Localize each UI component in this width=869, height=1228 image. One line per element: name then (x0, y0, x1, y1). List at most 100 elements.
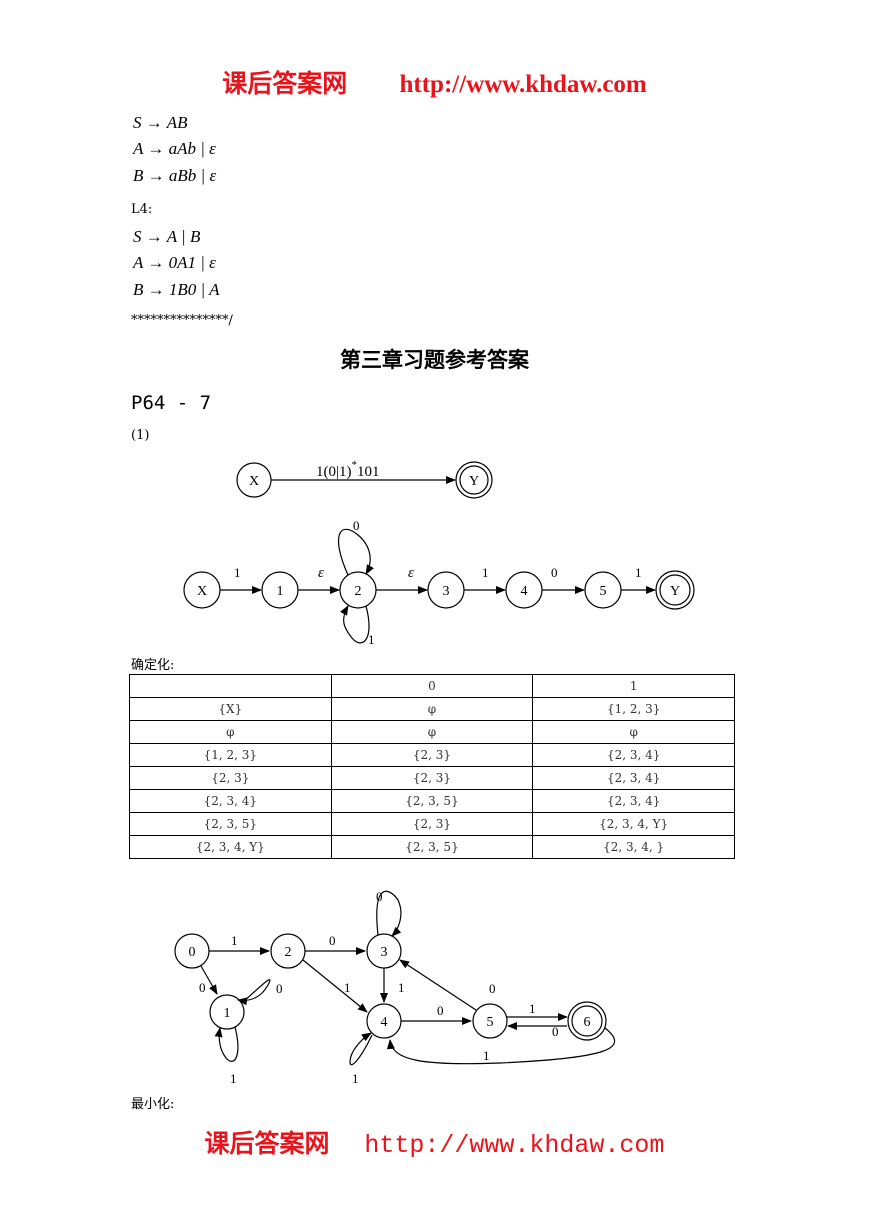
table-cell: φ (532, 720, 735, 744)
table-cell: {2, 3} (330, 743, 534, 767)
dfa-edge-6-4-label: 1 (483, 1048, 490, 1063)
table-row: {X} φ {1, 2, 3} (129, 697, 735, 721)
page-footer: 课后答案网 http://www.khdaw.com (0, 1124, 869, 1160)
table-row: {1, 2, 3} {2, 3} {2, 3, 4} (129, 743, 735, 767)
dfa-state-1-label: 1 (224, 1006, 231, 1021)
table-cell: φ (330, 697, 534, 721)
table-row: {2, 3, 4, Y} {2, 3, 5} {2, 3, 4, } (129, 835, 735, 859)
nfa-state-y-outer (655, 570, 695, 610)
header-site-name: 课后答案网 (222, 69, 348, 98)
dfa-edge-5-6-label: 1 (529, 1001, 536, 1016)
l4-label: L4: (131, 202, 153, 217)
nfa-state-y-label: Y (670, 584, 680, 599)
state-x-label: X (249, 474, 259, 489)
grammar-l4-rule-3: B → 1B0 | A (133, 280, 220, 299)
dfa-state-2-label: 2 (285, 945, 292, 960)
table-row: {2, 3, 5} {2, 3} {2, 3, 4, Y} (129, 812, 735, 836)
dfa-edge-2-4-label: 1 (344, 980, 351, 995)
table-cell: {2, 3, 4} (532, 743, 735, 767)
nfa-state-5-label: 5 (600, 584, 607, 599)
table-header-cell: 1 (532, 674, 735, 698)
nfa-edge-1-2-label: ε (318, 565, 324, 581)
regex-diagram: X Y 1(0|1)*101 (236, 459, 493, 499)
dfa-loop-3-label: 0 (376, 889, 383, 904)
nfa-edge-2-3-label: ε (408, 565, 414, 581)
dfa-edge-0-1 (200, 965, 218, 995)
table-cell: {2, 3, 4} (129, 789, 332, 813)
dfa-loop-1-bottom-label: 1 (230, 1071, 237, 1086)
edge-x-y-label: 1(0|1)*101 (316, 459, 380, 480)
table-cell: {2, 3, 4, Y} (129, 835, 332, 859)
grammar-l3-rule-1: S → AB (133, 113, 188, 132)
dfa-state-6-inner (571, 1005, 603, 1037)
determinize-label: 确定化: (131, 658, 175, 673)
table-cell: φ (330, 720, 534, 744)
grammar-l4-rule-2: A → 0A1 | ε (133, 253, 216, 272)
table-cell: {2, 3} (330, 766, 534, 790)
dfa-state-4-label: 4 (381, 1015, 388, 1030)
dfa-edge-3-4-label: 1 (398, 980, 405, 995)
table-row: φ φ φ (129, 720, 735, 744)
dfa-edge-0-2-label: 1 (231, 933, 238, 948)
grammar-l4-rule-1: S → A | B (133, 227, 201, 246)
dfa-loop-1-top-label: 0 (276, 981, 283, 996)
dfa-state-1 (209, 994, 245, 1030)
table-cell: {2, 3, 5} (330, 789, 534, 813)
nfa-loop-2-top (337, 528, 374, 576)
dfa-state-0-label: 0 (189, 945, 196, 960)
state-y-outer (455, 461, 493, 499)
problem-title: P64 - 7 (131, 392, 212, 414)
nfa-loop-2-bottom-label: 1 (368, 632, 375, 647)
nfa-diagram: X 1 2 3 4 5 Y 1 ε ε 1 0 1 0 1 (183, 518, 695, 647)
dfa-transition-table: 0 1 {X} φ {1, 2, 3} φ φ φ {1, 2, 3} {2, … (129, 674, 735, 859)
part-label: (1) (131, 428, 150, 443)
dfa-edge-6-4 (386, 1027, 616, 1065)
dfa-state-3-label: 3 (381, 945, 388, 960)
nfa-edge-4-5-label: 0 (551, 565, 558, 580)
dfa-edge-6-5-label: 0 (552, 1024, 559, 1039)
nfa-state-1-label: 1 (277, 584, 284, 599)
dfa-state-6-label: 6 (584, 1015, 591, 1030)
chapter-title: 第三章习题参考答案 (340, 348, 529, 372)
table-cell: {2, 3, 4} (532, 766, 735, 790)
dfa-loop-1-bottom (214, 1026, 239, 1062)
table-cell: {X} (129, 697, 332, 721)
dfa-state-5-label: 5 (487, 1015, 494, 1030)
table-cell: {2, 3, 4} (532, 789, 735, 813)
table-cell: {1, 2, 3} (532, 697, 735, 721)
dfa-loop-4-label: 1 (352, 1071, 359, 1086)
state-y-inner (459, 465, 489, 495)
nfa-loop-2-bottom (340, 605, 370, 644)
comment-end: ***************/ (131, 313, 233, 328)
dfa-edge-4-5-label: 0 (437, 1003, 444, 1018)
header-url[interactable]: http://www.khdaw.com (399, 71, 647, 98)
nfa-state-4-label: 4 (521, 584, 528, 599)
table-cell: {1, 2, 3} (129, 743, 332, 767)
nfa-state-y-inner (659, 574, 691, 606)
dfa-loop-4 (349, 1032, 373, 1066)
footer-site-name: 课后答案网 (204, 1129, 330, 1158)
table-header-row: 0 1 (129, 674, 735, 698)
dfa-diagram: 0 1 2 3 4 5 6 1 0 0 1 0 1 0 1 0 1 0 (174, 889, 616, 1086)
table-row: {2, 3} {2, 3} {2, 3, 4} (129, 766, 735, 790)
state-y-label: Y (469, 474, 479, 489)
minimize-label: 最小化: (131, 1097, 175, 1112)
table-header-cell: 0 (330, 674, 534, 698)
table-cell: {2, 3} (330, 812, 534, 836)
nfa-state-x-label: X (197, 584, 207, 599)
dfa-edge-0-1-label: 0 (199, 980, 206, 995)
footer-url[interactable]: http://www.khdaw.com (364, 1131, 665, 1160)
nfa-loop-2-top-label: 0 (353, 518, 360, 533)
dfa-edge-5-3 (399, 959, 477, 1011)
table-header-cell (129, 674, 332, 698)
nfa-edge-5-y-label: 1 (635, 565, 642, 580)
dfa-loop-1-top (237, 979, 271, 1006)
nfa-state-2-label: 2 (355, 584, 362, 599)
dfa-state-5 (472, 1003, 508, 1039)
grammar-l3-rule-3: B → aBb | ε (133, 166, 217, 185)
table-cell: {2, 3, 4, Y} (532, 812, 735, 836)
dfa-edge-2-4 (302, 959, 368, 1013)
table-cell: {2, 3, 4, } (532, 835, 735, 859)
table-cell: {2, 3} (129, 766, 332, 790)
